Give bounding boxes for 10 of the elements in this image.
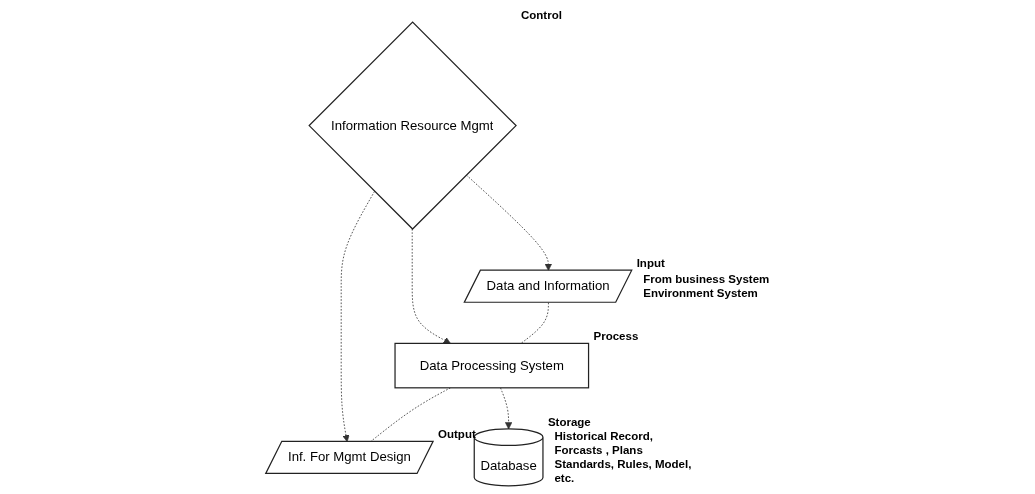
annotation-text: From business System Environment System [643,273,770,300]
annotation-text: Historical Record, Forcasts , Plans Standards, Rules, Model, etc. [554,430,692,485]
annotation-text: Storage [547,415,591,428]
annotation-text: Control [521,8,562,21]
node-diamond: Information Resource Mgmt [308,21,517,230]
annotation-text: Process [593,330,639,343]
connector [520,302,549,344]
annotation-text: Output [438,428,476,441]
node-box: Data Processing System [394,342,590,389]
annotation-text: Input [636,256,665,269]
